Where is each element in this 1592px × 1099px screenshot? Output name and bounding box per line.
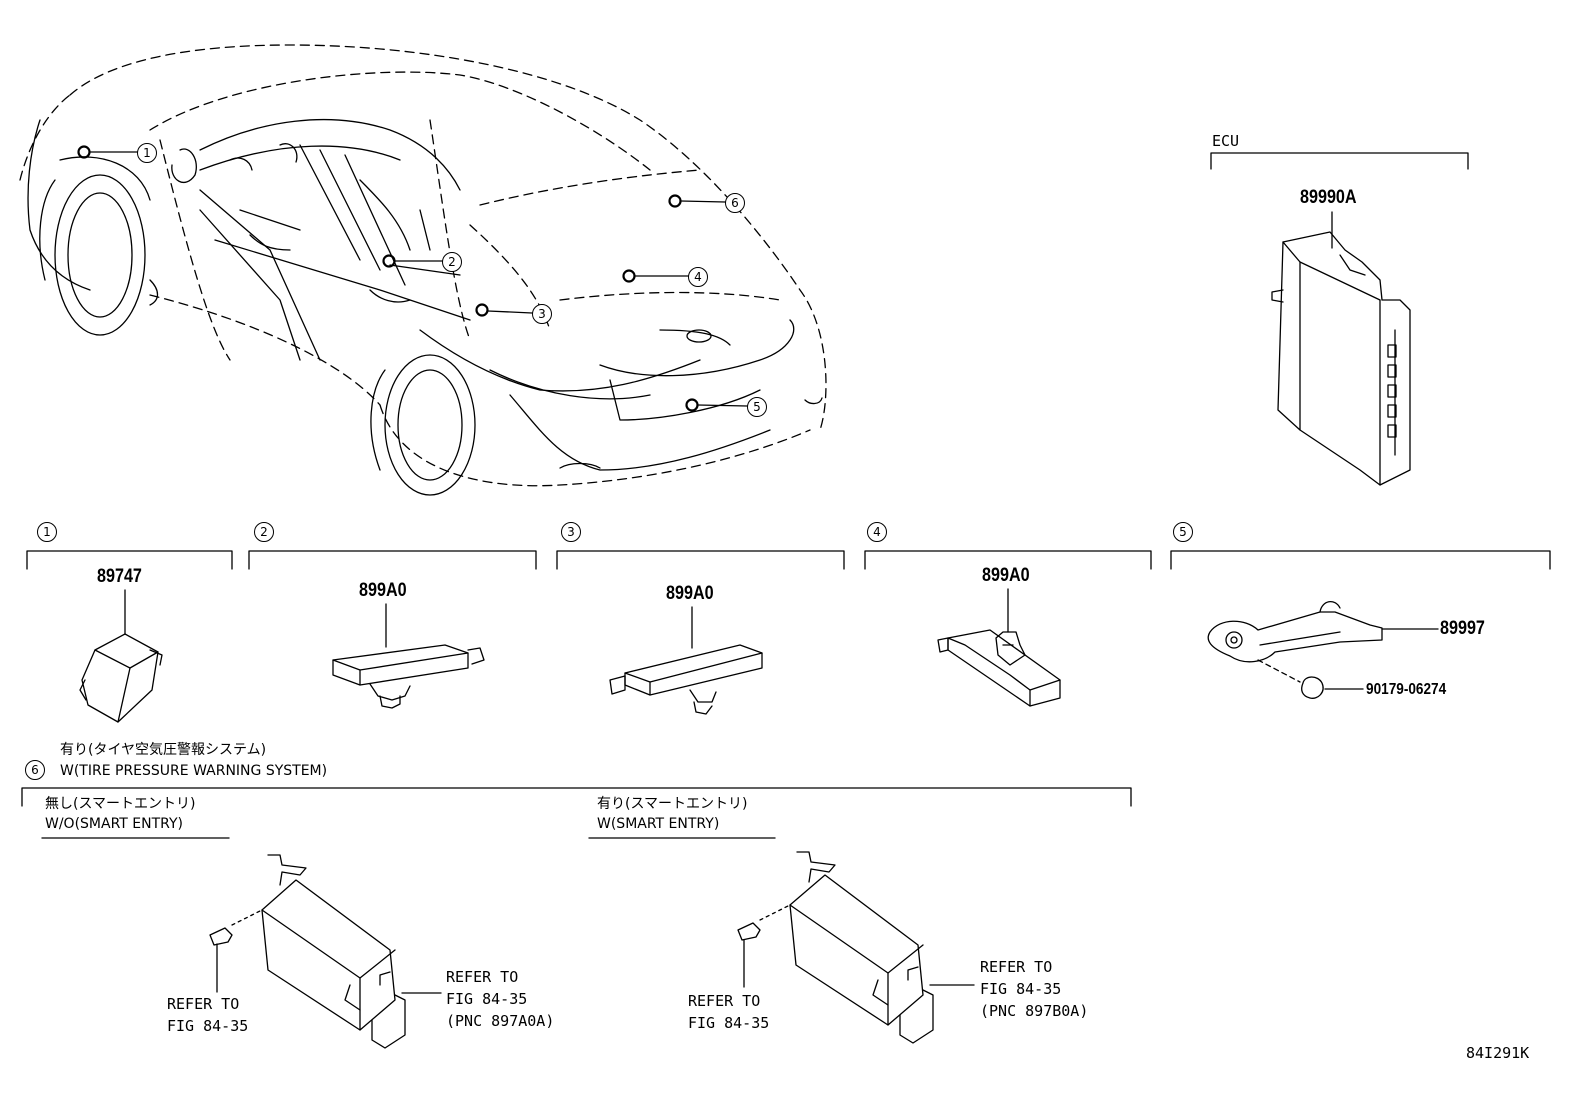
section-index-5: 5 (1173, 522, 1193, 542)
part-899a0-2-illustration (609, 606, 763, 715)
section6-title-jp: 有り(タイヤ空気圧警報システム) (60, 742, 267, 758)
part-number-89997: 89997 (1440, 618, 1485, 639)
part-89997-illustration (1207, 601, 1439, 699)
unit-refer-line-2-left: FIG 84-35 (446, 990, 528, 1008)
part-number-90179-06274: 90179-06274 (1366, 681, 1447, 698)
part-899a0-1-illustration (332, 603, 485, 709)
ecu-group-label: ECU (1212, 132, 1240, 150)
car-callout-5: 5 (747, 397, 767, 417)
car-illustration (19, 44, 827, 496)
screw-refer-line-2-left: FIG 84-35 (167, 1017, 249, 1035)
section-index-2: 2 (254, 522, 274, 542)
section-index-6: 6 (25, 760, 45, 780)
car-callout-6: 6 (725, 193, 745, 213)
part-89747-illustration (79, 589, 163, 723)
screw-refer-line-2-right: FIG 84-35 (688, 1014, 770, 1032)
ecu-part-number: 89990A (1300, 187, 1357, 208)
unit-refer-line-1-right: REFER TO (980, 958, 1053, 976)
unit-refer-line-1-left: REFER TO (446, 968, 519, 986)
car-callout-2: 2 (442, 252, 462, 272)
tpms-unit-w-smart-entry-illustration (737, 851, 975, 1044)
screw-refer-line-1-left: REFER TO (167, 995, 240, 1013)
part-number-899a0-section-3: 899A0 (666, 583, 714, 604)
section-index-4: 4 (867, 522, 887, 542)
section6-title-en: W(TIRE PRESSURE WARNING SYSTEM) (60, 763, 328, 779)
variant-wo-smart-entry-label-en: W/O(SMART ENTRY) (45, 816, 184, 832)
part-number-89747: 89747 (97, 566, 142, 587)
variant-wo-smart-entry-label-jp: 無し(スマートエントリ) (45, 796, 196, 812)
ecu-illustration (1210, 152, 1469, 486)
section-brackets (21, 550, 1551, 807)
variant-w-smart-entry-label-jp: 有り(スマートエントリ) (597, 796, 748, 812)
screw-refer-line-1-right: REFER TO (688, 992, 761, 1010)
section-index-1: 1 (37, 522, 57, 542)
part-899a0-3-illustration (937, 588, 1061, 707)
tpms-unit-wo-smart-entry-illustration (209, 854, 442, 1049)
car-callout-3: 3 (532, 304, 552, 324)
variant-w-smart-entry-label-en: W(SMART ENTRY) (597, 816, 720, 832)
car-callout-4: 4 (688, 267, 708, 287)
car-callout-1: 1 (137, 143, 157, 163)
unit-refer-line-3-left: (PNC 897A0A) (446, 1012, 555, 1030)
section-index-3: 3 (561, 522, 581, 542)
part-number-899a0-section-4: 899A0 (982, 565, 1030, 586)
unit-refer-line-3-right: (PNC 897B0A) (980, 1002, 1089, 1020)
figure-code: 84I291K (1466, 1044, 1530, 1062)
part-number-899a0-section-2: 899A0 (359, 580, 407, 601)
unit-refer-line-2-right: FIG 84-35 (980, 980, 1062, 998)
